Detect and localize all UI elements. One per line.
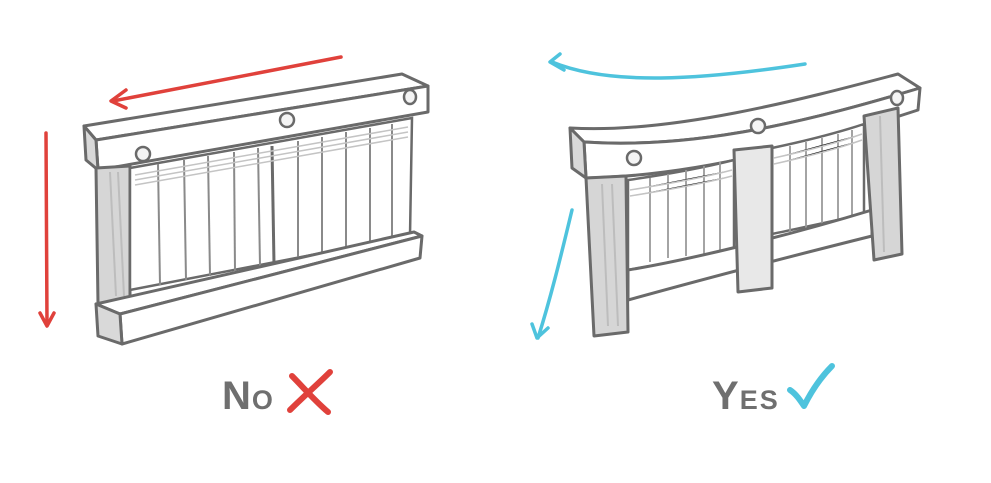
beam-shadow [629, 133, 863, 197]
beam-bolts [625, 89, 905, 167]
caption-yes: YES [712, 376, 780, 416]
panel-no-example: NO [0, 0, 470, 483]
gate-panels [626, 122, 866, 272]
panel-yes-example: YES [500, 0, 991, 483]
straight-gate-sketch [38, 55, 430, 346]
left-post [584, 174, 630, 338]
cross-icon [287, 369, 333, 415]
left-post [94, 164, 132, 306]
beam-shadow [134, 126, 409, 186]
arched-gate-sketch [530, 52, 922, 340]
curved-direction-arrows [530, 52, 807, 340]
straight-direction-arrows [38, 55, 343, 328]
right-post [862, 106, 904, 262]
center-post [732, 144, 774, 294]
caption-yes-rest: ES [739, 385, 780, 415]
caption-no-rest: O [251, 385, 275, 415]
caption-yes-initial: Y [712, 374, 740, 418]
arched-top-beam [568, 72, 922, 180]
top-beam [82, 72, 430, 172]
beam-bolts [134, 88, 418, 163]
bottom-rail [94, 230, 424, 346]
caption-no: NO [222, 376, 275, 416]
check-icon [787, 363, 835, 409]
caption-no-initial: N [222, 374, 252, 418]
gate-slats [157, 124, 393, 286]
